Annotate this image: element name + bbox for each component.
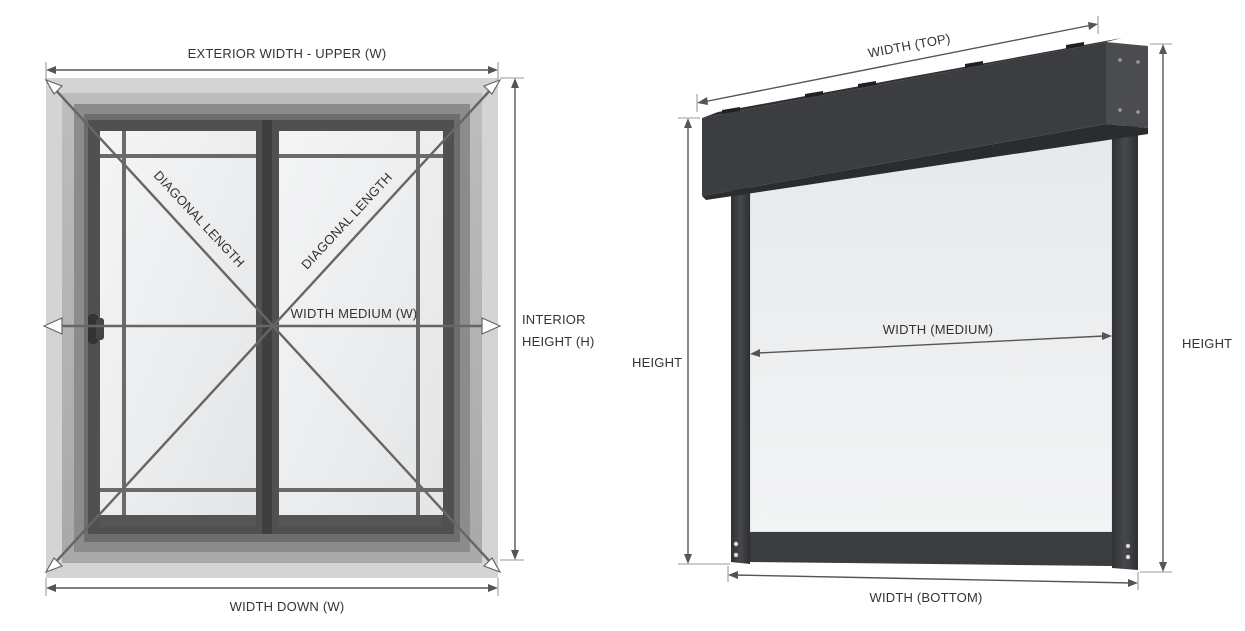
width-medium-screen-label: WIDTH (MEDIUM): [883, 322, 993, 337]
right-side-post: [1112, 124, 1138, 570]
screen-illustration: [702, 38, 1148, 570]
window-dimensions: [42, 62, 524, 596]
interior-height-label-line1: INTERIOR: [522, 312, 586, 327]
right-glass: [279, 131, 443, 515]
height-right-label: HEIGHT: [1182, 336, 1232, 351]
width-bottom-label: WIDTH (BOTTOM): [869, 590, 982, 605]
height-left-label: HEIGHT: [632, 355, 682, 370]
screen-dimensions: [678, 16, 1172, 590]
right-grille: [279, 131, 443, 515]
screen-bottom-bar: [750, 532, 1112, 566]
exterior-width-upper-label: EXTERIOR WIDTH - UPPER (W): [188, 46, 387, 61]
width-down-label: WIDTH DOWN (W): [230, 599, 345, 614]
top-cassette-top: [702, 38, 1122, 118]
width-medium-label: WIDTH MEDIUM (W): [291, 306, 418, 321]
left-side-post: [731, 186, 750, 564]
window-handle: [88, 314, 98, 344]
top-cassette-front: [702, 42, 1106, 196]
interior-height-label-line2: HEIGHT (H): [522, 334, 595, 349]
width-top-label: WIDTH (TOP): [867, 31, 952, 61]
cassette-brackets: [722, 42, 1084, 114]
top-cassette-side: [1106, 42, 1148, 128]
left-grille: [100, 131, 256, 515]
